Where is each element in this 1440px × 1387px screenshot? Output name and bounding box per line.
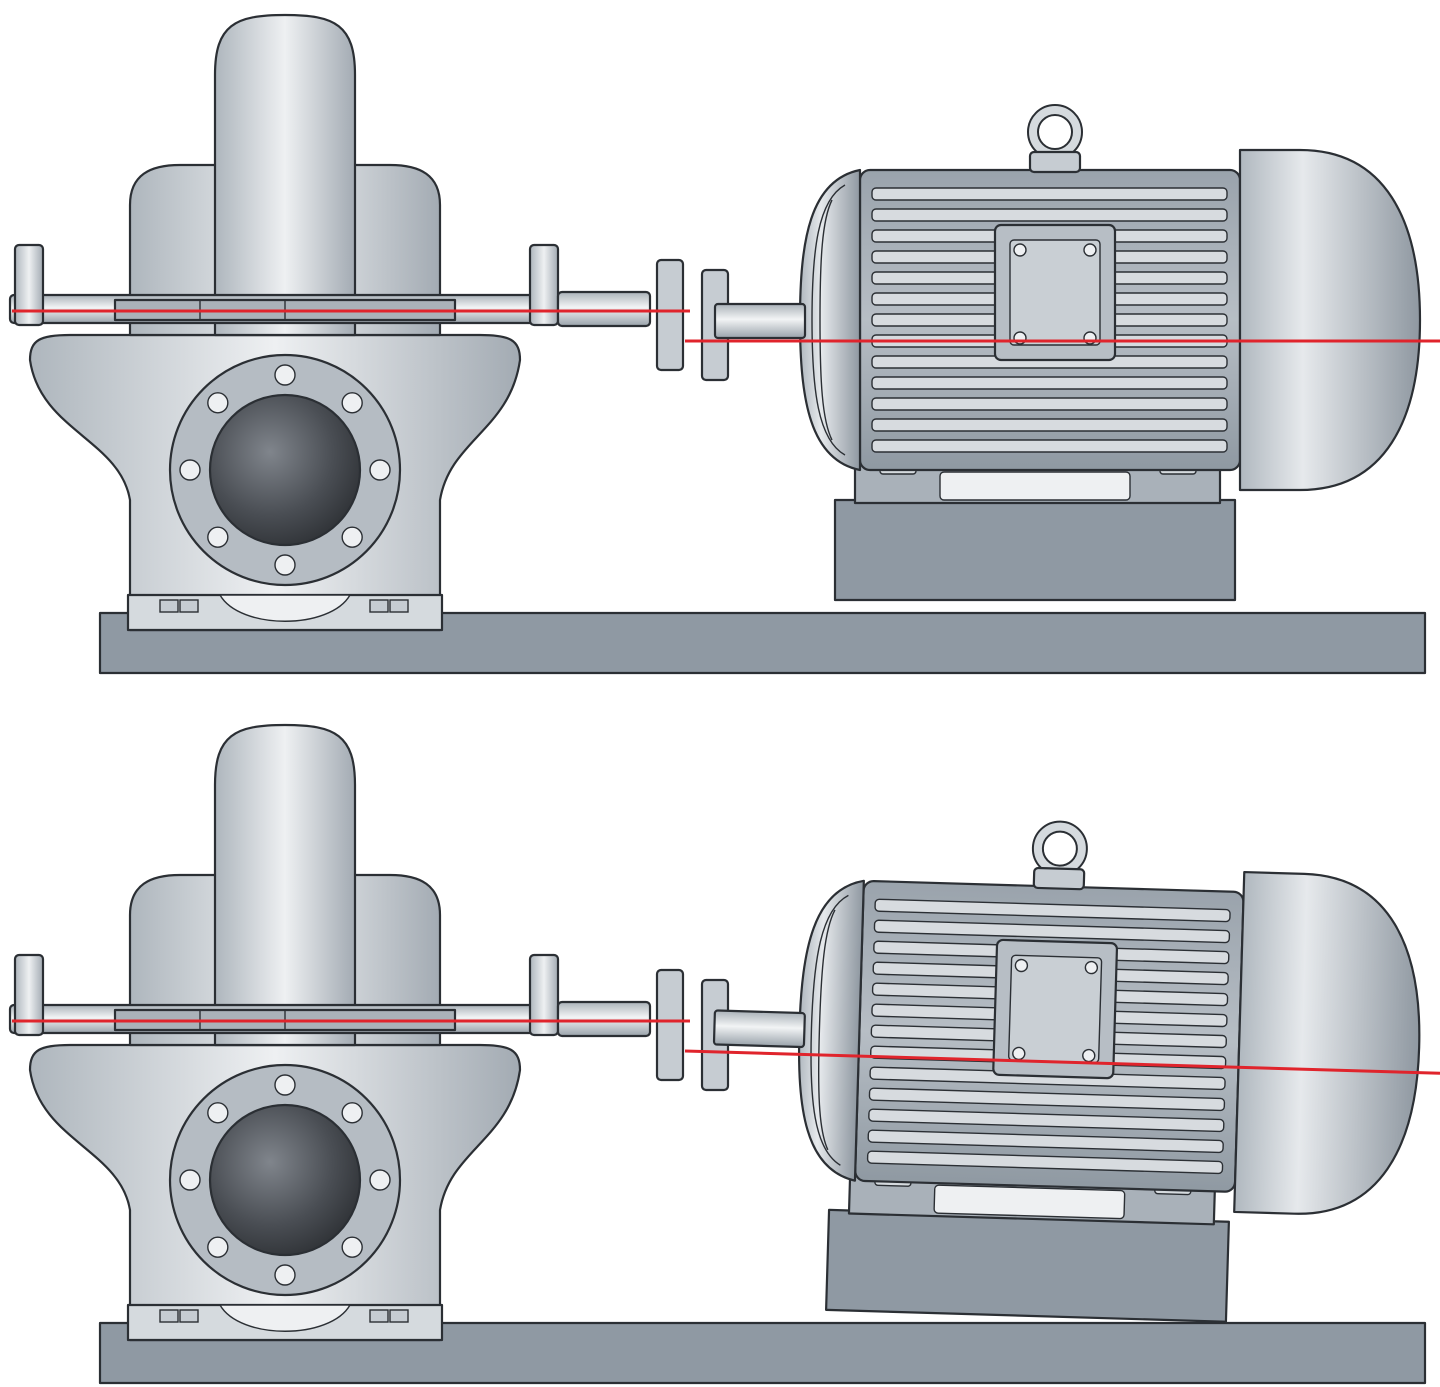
flange-bolt-hole <box>274 1264 296 1286</box>
lifting-eye-base <box>1032 866 1086 891</box>
flange-bolt-hole <box>207 526 229 548</box>
motor-cooling-fin <box>871 208 1228 222</box>
pump-suction-port <box>208 393 362 547</box>
motor-support-block <box>833 498 1237 602</box>
pump-foot-bolt <box>389 1309 409 1323</box>
flange-bolt-hole <box>274 554 296 576</box>
flange-bolt-hole <box>341 526 363 548</box>
coupling-half-pump <box>655 258 685 372</box>
pump-shaft <box>556 290 652 328</box>
pump-bearing-bracket-left <box>13 243 45 327</box>
pump-foot-bolt <box>159 599 179 613</box>
flange-bolt-hole <box>274 364 296 386</box>
pump-shaft <box>556 1000 652 1038</box>
terminal-box-screw <box>1013 243 1027 257</box>
motor-fan-cover <box>1233 870 1421 1215</box>
motor-centerline <box>684 1049 1440 1075</box>
flange-bolt-hole <box>369 1169 391 1191</box>
motor-cooling-fin <box>867 1129 1224 1154</box>
flange-bolt-hole <box>341 392 363 414</box>
motor-cooling-fin <box>868 1087 1226 1112</box>
pump-foot-arch <box>218 594 352 622</box>
lifting-eye-highlight <box>1033 822 1086 875</box>
pump-volute-dome <box>213 723 357 1047</box>
motor-end-bell-ring <box>811 184 846 456</box>
flange-bolt-hole <box>207 392 229 414</box>
panel-misaligned <box>8 723 1440 1385</box>
pump-bearing-bracket-right <box>528 953 560 1037</box>
motor-cooling-fin <box>871 376 1228 390</box>
pump-foot-bolt <box>369 599 389 613</box>
flange-bolt-hole <box>274 1074 296 1096</box>
terminal-box-screw <box>1084 960 1099 975</box>
pump-foot-bolt <box>389 599 409 613</box>
electric-motor-icon <box>712 820 1421 1323</box>
flange-coupling-icon <box>655 258 730 382</box>
lifting-eye-base <box>1028 150 1082 174</box>
motor-end-bell-ring <box>819 199 833 441</box>
motor-cooling-fin <box>874 898 1231 923</box>
motor-cooling-fin <box>868 1108 1225 1133</box>
pump-foot-bolt <box>159 1309 179 1323</box>
motor-assembly <box>713 104 1422 602</box>
motor-fan-cover <box>1238 148 1422 492</box>
motor-cooling-fin <box>871 187 1228 201</box>
motor-terminal-lid <box>1009 239 1101 346</box>
flange-bolt-hole <box>341 1236 363 1258</box>
motor-foot-pad <box>939 471 1131 501</box>
motor-foot-pad <box>933 1184 1126 1220</box>
electric-motor-icon <box>713 104 1422 602</box>
motor-end-bell-ring <box>810 894 849 1166</box>
flange-bolt-hole <box>179 1169 201 1191</box>
flange-bolt-hole <box>341 1102 363 1124</box>
terminal-box-screw <box>1012 1046 1026 1061</box>
motor-cooling-fin <box>866 1150 1224 1175</box>
pump-bearing-bracket-left <box>13 953 45 1037</box>
motor-end-bell <box>798 168 862 472</box>
terminal-box-screw <box>1083 243 1097 257</box>
pump-foot-bolt <box>179 599 199 613</box>
split-case-pump-icon <box>8 723 652 1342</box>
flange-bolt-hole <box>179 459 201 481</box>
motor-cooling-fin <box>871 397 1228 411</box>
motor-cooling-fin <box>871 418 1228 432</box>
pump-foot-arch <box>218 1304 352 1332</box>
coupling-half-pump <box>655 968 685 1082</box>
pump-foot-bolt <box>369 1309 389 1323</box>
motor-shaft <box>712 1009 806 1049</box>
pump-foot-bolt <box>179 1309 199 1323</box>
pump-bearing-bracket-right <box>528 243 560 327</box>
pump-volute-dome <box>213 13 357 337</box>
pump-suction-port <box>208 1103 362 1257</box>
motor-support-block <box>825 1208 1230 1323</box>
flange-bolt-hole <box>369 459 391 481</box>
motor-end-bell-ring <box>817 909 836 1151</box>
lifting-eye-highlight <box>1029 106 1081 158</box>
flange-bolt-hole <box>207 1236 229 1258</box>
motor-cooling-fin <box>871 439 1228 453</box>
terminal-box-screw <box>1014 958 1029 973</box>
split-case-pump-icon <box>8 13 652 632</box>
motor-cooling-fin <box>873 919 1231 944</box>
flange-bolt-hole <box>207 1102 229 1124</box>
panel-aligned <box>8 13 1440 675</box>
terminal-box-screw <box>1082 1048 1096 1063</box>
motor-assembly <box>712 820 1421 1323</box>
motor-shaft <box>713 302 807 340</box>
